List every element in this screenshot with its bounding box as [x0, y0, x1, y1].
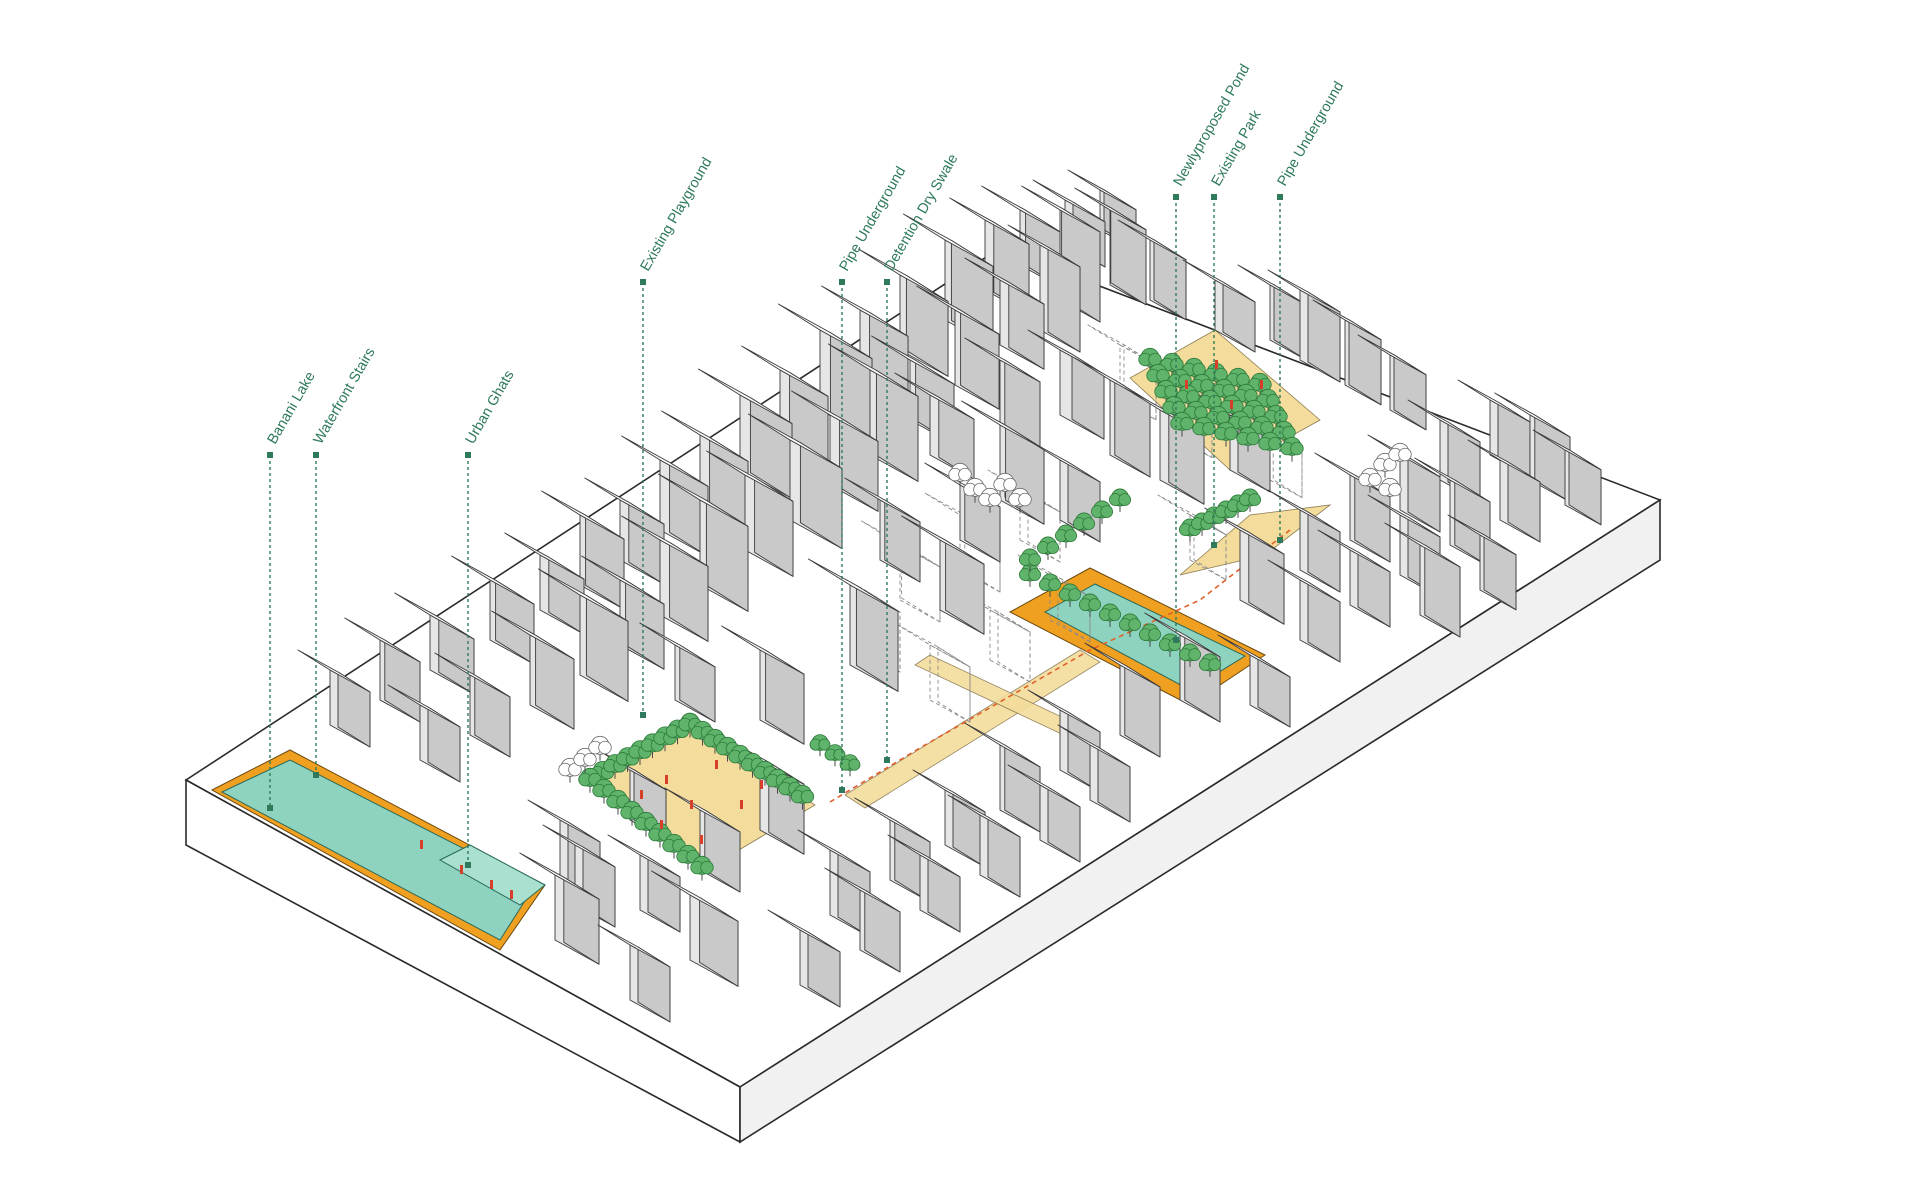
- leader-anchor-dot: [267, 805, 273, 811]
- callout-label-text: Pipe Underground: [1275, 79, 1348, 189]
- person-marker: [690, 800, 693, 809]
- building-right-face: [1111, 208, 1146, 305]
- leader-top-dot: [465, 452, 471, 458]
- leader-top-dot: [313, 452, 319, 458]
- leader-anchor-dot: [1277, 537, 1283, 543]
- callout-label-text: Banani Lake: [265, 369, 319, 447]
- person-marker: [460, 865, 463, 874]
- person-marker: [640, 790, 643, 799]
- callout-label-text: Waterfront Stairs: [311, 345, 379, 447]
- leader-anchor-dot: [313, 772, 319, 778]
- person-marker: [760, 780, 763, 789]
- leader-top-dot: [1173, 194, 1179, 200]
- leader-anchor-dot: [1173, 637, 1179, 643]
- leader-top-dot: [1277, 194, 1283, 200]
- leader-anchor-dot: [839, 787, 845, 793]
- person-marker: [1215, 360, 1218, 369]
- person-marker: [1230, 400, 1233, 409]
- leader-top-dot: [640, 279, 646, 285]
- leader-top-dot: [267, 452, 273, 458]
- person-marker: [420, 840, 423, 849]
- person-marker: [510, 890, 513, 899]
- leader-top-dot: [839, 279, 845, 285]
- person-marker: [700, 835, 703, 844]
- person-marker: [665, 775, 668, 784]
- person-marker: [1260, 380, 1263, 389]
- leader-top-dot: [884, 279, 890, 285]
- person-marker: [660, 820, 663, 829]
- leader-top-dot: [1211, 194, 1217, 200]
- callout-label-text: Urban Ghats: [463, 368, 518, 447]
- person-marker: [490, 880, 493, 889]
- leader-anchor-dot: [465, 862, 471, 868]
- person-marker: [740, 800, 743, 809]
- leader-anchor-dot: [640, 712, 646, 718]
- leader-anchor-dot: [1211, 542, 1217, 548]
- person-marker: [715, 760, 718, 769]
- leader-anchor-dot: [884, 757, 890, 763]
- callout-label-text: Existing Playground: [638, 155, 716, 274]
- person-marker: [1185, 380, 1188, 389]
